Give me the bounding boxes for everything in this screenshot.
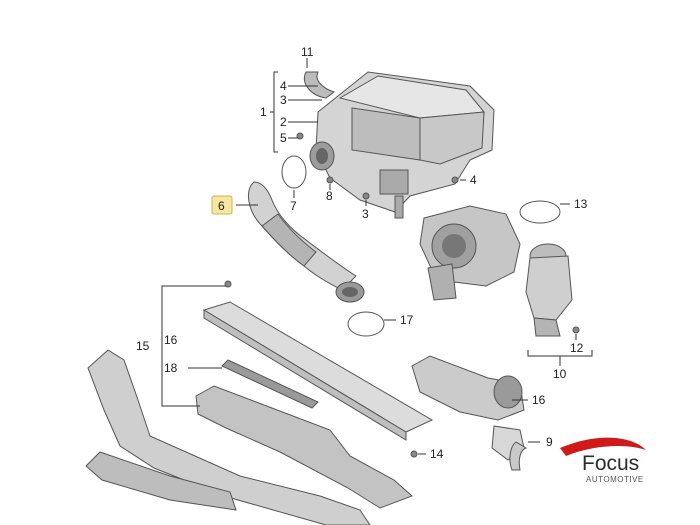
bolt-part-14 bbox=[410, 450, 418, 458]
bolt-part-16-top bbox=[224, 280, 232, 288]
label-2: 2 bbox=[280, 115, 287, 129]
label-3-top: 3 bbox=[280, 93, 287, 107]
leader-lines bbox=[161, 58, 593, 455]
label-12: 12 bbox=[570, 341, 584, 355]
label-5: 5 bbox=[280, 131, 287, 145]
clamp-part-13 bbox=[519, 200, 561, 224]
label-1: 1 bbox=[260, 105, 267, 119]
label-11: 11 bbox=[301, 45, 314, 59]
label-8: 8 bbox=[326, 189, 333, 203]
lower-tray bbox=[195, 385, 413, 509]
bolt-part-5 bbox=[296, 132, 304, 140]
label-13: 13 bbox=[574, 197, 588, 211]
label-16-right: 16 bbox=[532, 393, 546, 407]
focus-automotive-logo: Focus AUTOMOTIVE bbox=[560, 437, 646, 484]
label-15: 15 bbox=[136, 339, 150, 353]
bolt-part-12 bbox=[572, 326, 580, 334]
label-18: 18 bbox=[164, 361, 178, 375]
logo-swoosh-icon bbox=[560, 437, 646, 456]
air-filter-housing bbox=[309, 71, 495, 219]
label-9: 9 bbox=[546, 435, 553, 449]
brand-name: Focus bbox=[582, 452, 639, 475]
pipe-assembly bbox=[525, 243, 573, 337]
label-16-left: 16 bbox=[164, 333, 178, 347]
intake-duct bbox=[247, 181, 365, 303]
clamp-part-7 bbox=[281, 155, 307, 189]
lower-duct bbox=[411, 355, 525, 461]
clamp-part-17 bbox=[347, 311, 385, 337]
label-7: 7 bbox=[290, 199, 297, 213]
label-14: 14 bbox=[430, 447, 444, 461]
hose-part-9 bbox=[509, 441, 528, 471]
bolt-part-4 bbox=[451, 176, 459, 184]
label-3-lower: 3 bbox=[362, 207, 369, 221]
label-highlight-6 bbox=[211, 195, 233, 215]
label-4-top: 4 bbox=[280, 79, 287, 93]
label-6: 6 bbox=[218, 199, 225, 213]
hose-part-11 bbox=[304, 71, 336, 99]
brand-subtitle: AUTOMOTIVE bbox=[586, 475, 644, 484]
label-17: 17 bbox=[400, 313, 414, 327]
bolt-part-3 bbox=[362, 192, 370, 200]
label-4-right: 4 bbox=[470, 173, 477, 187]
part-labels: 11 4 3 1 2 5 6 7 8 3 4 13 17 12 10 15 16… bbox=[136, 45, 588, 461]
bolt-part-8 bbox=[326, 176, 334, 184]
seal-part-18 bbox=[221, 359, 319, 409]
lock-carrier-frame bbox=[87, 349, 371, 525]
throttle-body bbox=[419, 205, 521, 301]
label-10: 10 bbox=[553, 367, 567, 381]
